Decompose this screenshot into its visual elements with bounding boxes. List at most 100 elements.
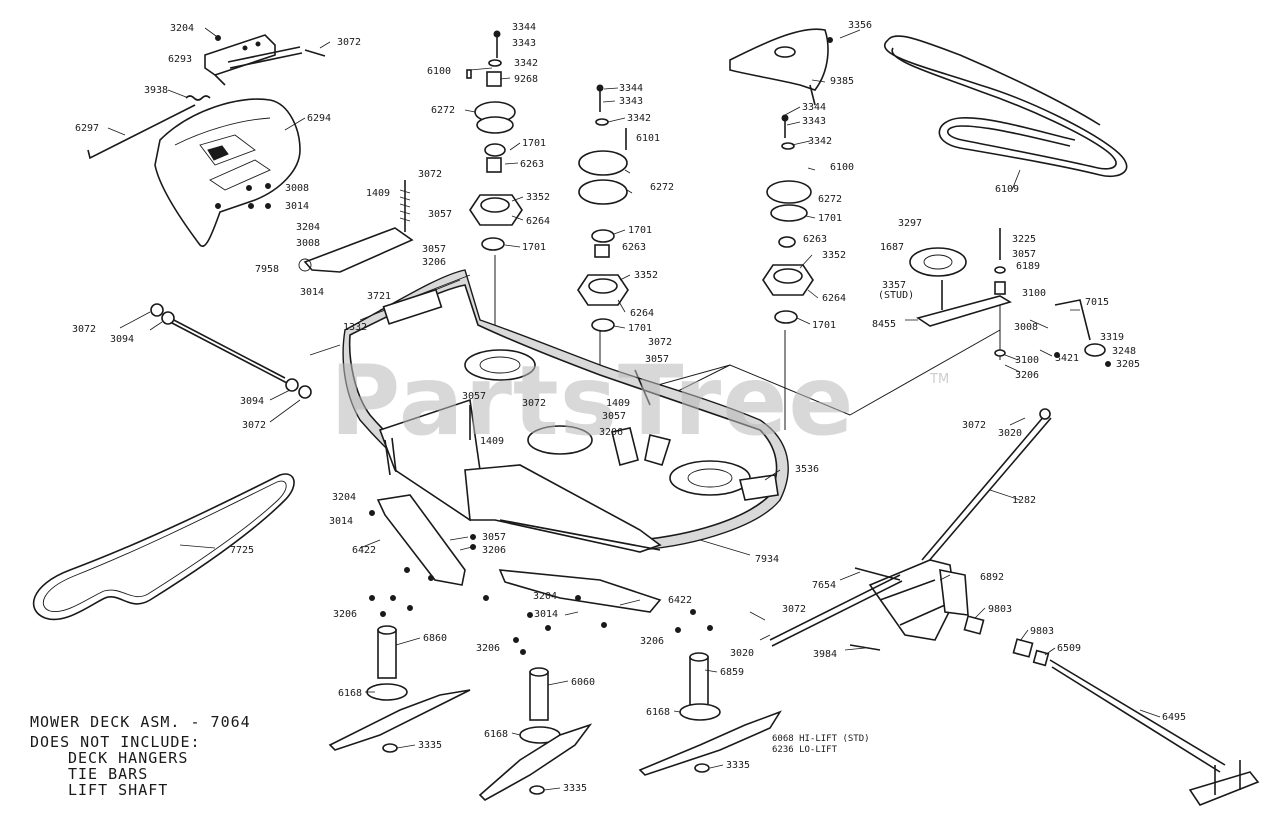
callout-3356[interactable]: 3356	[848, 20, 872, 31]
callout-1701[interactable]: 1701	[628, 323, 652, 334]
callout-6168[interactable]: 6168	[484, 729, 508, 740]
callout-1409[interactable]: 1409	[366, 188, 390, 199]
callout-3205[interactable]: 3205	[1116, 359, 1140, 370]
callout-7654[interactable]: 7654	[812, 580, 836, 591]
callout-3057[interactable]: 3057	[428, 209, 452, 220]
callout-9268[interactable]: 9268	[514, 74, 538, 85]
callout-6264[interactable]: 6264	[822, 293, 846, 304]
callout-3297[interactable]: 3297	[898, 218, 922, 229]
callout-3206[interactable]: 3206	[1015, 370, 1039, 381]
callout-3357[interactable]: 3357	[882, 280, 906, 291]
callout-3938[interactable]: 3938	[144, 85, 168, 96]
callout-1701[interactable]: 1701	[522, 138, 546, 149]
callout-3342[interactable]: 3342	[627, 113, 651, 124]
callout-9803[interactable]: 9803	[1030, 626, 1054, 637]
callout-3072[interactable]: 3072	[962, 420, 986, 431]
callout-3335[interactable]: 3335	[726, 760, 750, 771]
callout-7934[interactable]: 7934	[755, 554, 779, 565]
callout-3342[interactable]: 3342	[808, 136, 832, 147]
callout-3721[interactable]: 3721	[367, 291, 391, 302]
callout-3343[interactable]: 3343	[619, 96, 643, 107]
callout-3225[interactable]: 3225	[1012, 234, 1036, 245]
callout-6495[interactable]: 6495	[1162, 712, 1186, 723]
callout-3094[interactable]: 3094	[240, 396, 264, 407]
callout-6100[interactable]: 6100	[830, 162, 854, 173]
callout-1409[interactable]: 1409	[606, 398, 630, 409]
callout-3072[interactable]: 3072	[337, 37, 361, 48]
callout-3057[interactable]: 3057	[482, 532, 506, 543]
callout-6294[interactable]: 6294	[307, 113, 331, 124]
callout-3206[interactable]: 3206	[482, 545, 506, 556]
callout-7725[interactable]: 7725	[230, 545, 254, 556]
callout-6860[interactable]: 6860	[423, 633, 447, 644]
callout-3057[interactable]: 3057	[645, 354, 669, 365]
callout-3343[interactable]: 3343	[512, 38, 536, 49]
callout-1701[interactable]: 1701	[818, 213, 842, 224]
callout-3352[interactable]: 3352	[526, 192, 550, 203]
callout-stud[interactable]: (STUD)	[878, 290, 914, 301]
callout-6422[interactable]: 6422	[352, 545, 376, 556]
callout-7015[interactable]: 7015	[1085, 297, 1109, 308]
callout-3072[interactable]: 3072	[72, 324, 96, 335]
callout-3344[interactable]: 3344	[512, 22, 536, 33]
callout-9803[interactable]: 9803	[988, 604, 1012, 615]
callout-3204[interactable]: 3204	[533, 591, 557, 602]
callout-3020[interactable]: 3020	[998, 428, 1022, 439]
callout-8455[interactable]: 8455	[872, 319, 896, 330]
callout-3008[interactable]: 3008	[285, 183, 309, 194]
callout-6263[interactable]: 6263	[520, 159, 544, 170]
callout-6168[interactable]: 6168	[338, 688, 362, 699]
callout-3072[interactable]: 3072	[522, 398, 546, 409]
callout-6168[interactable]: 6168	[646, 707, 670, 718]
callout-3014[interactable]: 3014	[300, 287, 324, 298]
callout-3072[interactable]: 3072	[418, 169, 442, 180]
callout-3206[interactable]: 3206	[599, 427, 623, 438]
callout-1701[interactable]: 1701	[812, 320, 836, 331]
callout-3072[interactable]: 3072	[242, 420, 266, 431]
callout-3206[interactable]: 3206	[333, 609, 357, 620]
callout-3020[interactable]: 3020	[730, 648, 754, 659]
callout-3342[interactable]: 3342	[514, 58, 538, 69]
callout-1282[interactable]: 1282	[1012, 495, 1036, 506]
callout-3057[interactable]: 3057	[602, 411, 626, 422]
callout-3072[interactable]: 3072	[782, 604, 806, 615]
callout-6509[interactable]: 6509	[1057, 643, 1081, 654]
callout-9385[interactable]: 9385	[830, 76, 854, 87]
callout-1332[interactable]: 1332	[343, 322, 367, 333]
callout-3335[interactable]: 3335	[563, 783, 587, 794]
callout-6189[interactable]: 6189	[1016, 261, 1040, 272]
callout-3421[interactable]: 3421	[1055, 353, 1079, 364]
callout-3248[interactable]: 3248	[1112, 346, 1136, 357]
callout-3344[interactable]: 3344	[802, 102, 826, 113]
callout-3352[interactable]: 3352	[822, 250, 846, 261]
callout-1701[interactable]: 1701	[522, 242, 546, 253]
callout-6068-hi-lift[interactable]: 6068 HI-LIFT (STD)	[772, 734, 870, 744]
callout-3206[interactable]: 3206	[422, 257, 446, 268]
callout-6272[interactable]: 6272	[818, 194, 842, 205]
callout-3536[interactable]: 3536	[795, 464, 819, 475]
callout-6060[interactable]: 6060	[571, 677, 595, 688]
callout-3100[interactable]: 3100	[1015, 355, 1039, 366]
callout-1409[interactable]: 1409	[480, 436, 504, 447]
callout-3204[interactable]: 3204	[170, 23, 194, 34]
callout-3008[interactable]: 3008	[1014, 322, 1038, 333]
callout-3100[interactable]: 3100	[1022, 288, 1046, 299]
callout-6272[interactable]: 6272	[431, 105, 455, 116]
callout-1701[interactable]: 1701	[628, 225, 652, 236]
callout-3014[interactable]: 3014	[534, 609, 558, 620]
callout-6236-lo-lift[interactable]: 6236 LO-LIFT	[772, 745, 838, 755]
callout-3335[interactable]: 3335	[418, 740, 442, 751]
callout-3014[interactable]: 3014	[285, 201, 309, 212]
callout-6422[interactable]: 6422	[668, 595, 692, 606]
callout-6263[interactable]: 6263	[803, 234, 827, 245]
callout-3057[interactable]: 3057	[1012, 249, 1036, 260]
callout-6297[interactable]: 6297	[75, 123, 99, 134]
callout-6264[interactable]: 6264	[526, 216, 550, 227]
callout-3204[interactable]: 3204	[296, 222, 320, 233]
callout-6100[interactable]: 6100	[427, 66, 451, 77]
callout-6892[interactable]: 6892	[980, 572, 1004, 583]
callout-3352[interactable]: 3352	[634, 270, 658, 281]
callout-3094[interactable]: 3094	[110, 334, 134, 345]
callout-3319[interactable]: 3319	[1100, 332, 1124, 343]
callout-3057[interactable]: 3057	[422, 244, 446, 255]
